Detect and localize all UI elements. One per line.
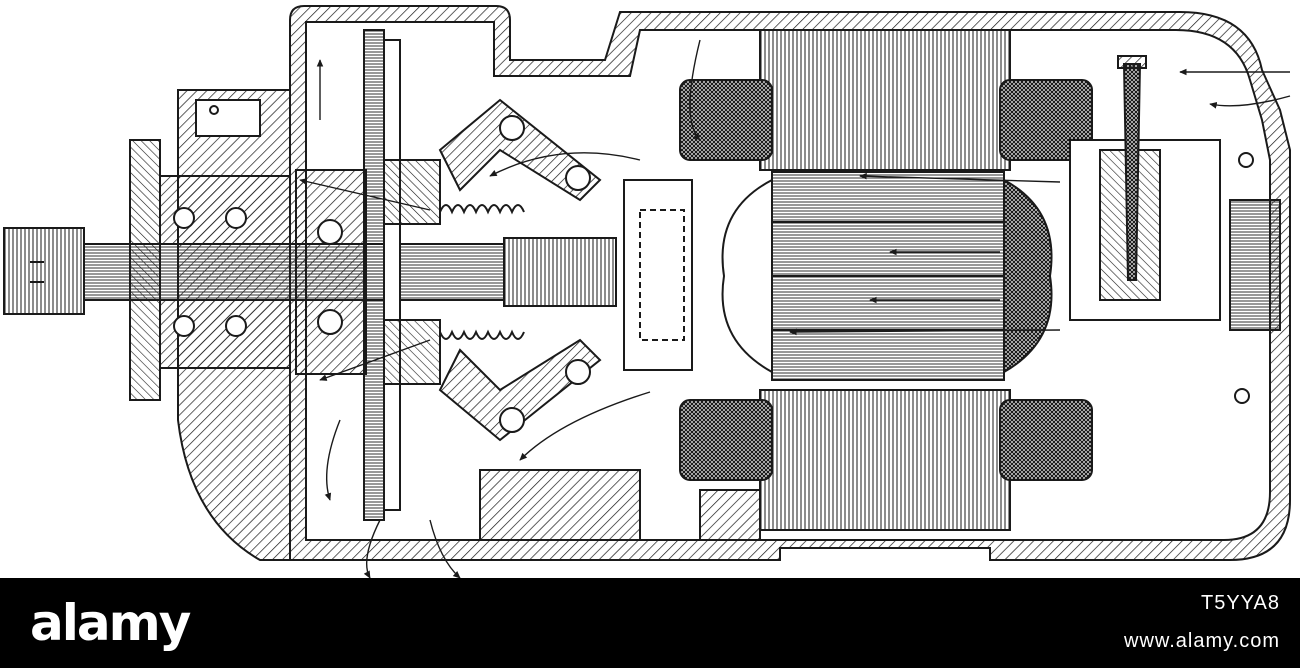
watermark-bar: alamy T5YYA8 www.alamy.com [0,578,1300,668]
rotor [623,171,1053,381]
commutator-brush-assembly [1069,55,1281,404]
bearing-housing [129,139,291,401]
watermark-brand: alamy [30,594,191,652]
clutch-disc [295,29,441,521]
motor-cross-section-drawing [3,5,1291,578]
watermark-site: www.alamy.com [1124,630,1280,652]
governor-weights [438,98,602,442]
stator [679,29,1093,531]
airflow-arrows [299,39,1291,578]
watermark-stock-id: T5YYA8 [1201,592,1280,614]
